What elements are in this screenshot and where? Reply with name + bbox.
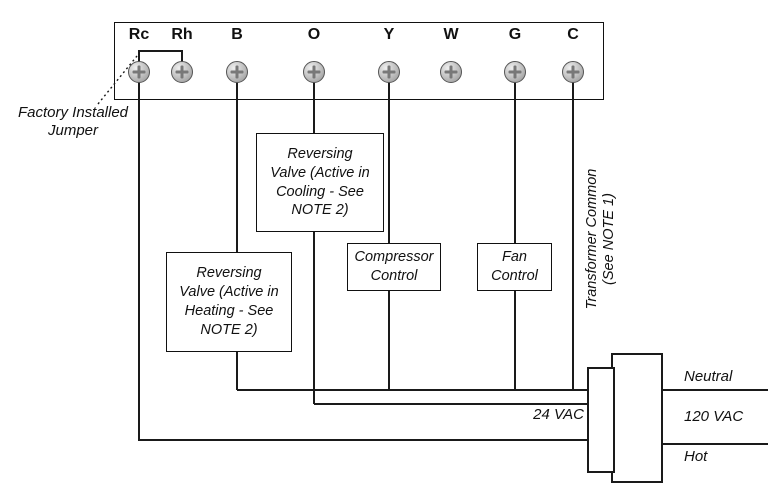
screw-terminal-icon [504,61,526,83]
terminal-label-c: C [567,26,579,43]
hot-label: Hot [684,448,708,465]
120vac-label: 120 VAC [684,408,744,425]
terminal-label-g: G [508,26,522,43]
screw-terminal-icon [303,61,325,83]
screw-terminal-icon [440,61,462,83]
terminal-label-o: O [307,26,321,43]
24vac-label: 24 VAC [533,406,584,423]
terminal-label-w: W [443,26,459,43]
factory-jumper-note: Factory Installed Jumper [17,104,129,139]
reversing-valve-cooling-box: Reversing Valve (Active in Cooling - See… [256,133,384,232]
terminal-label-b: B [231,26,243,43]
screw-terminal-icon [128,61,150,83]
screw-terminal-icon [378,61,400,83]
screw-terminal-icon [171,61,193,83]
terminal-label-rc: Rc [128,26,150,43]
terminal-strip [114,22,604,100]
transformer-secondary [587,367,615,473]
fan-control-box: Fan Control [477,243,552,291]
terminal-label-rh: Rh [171,26,193,43]
transformer-primary [611,353,663,483]
terminal-label-y: Y [383,26,395,43]
screw-terminal-icon [226,61,248,83]
screw-terminal-icon [562,61,584,83]
rc-wire [138,72,588,441]
reversing-valve-heating-box: Reversing Valve (Active in Heating - See… [166,252,292,352]
neutral-label: Neutral [684,368,733,385]
compressor-control-box: Compressor Control [347,243,441,291]
transformer-common-note: Transformer Common (See NOTE 1) [584,168,617,310]
